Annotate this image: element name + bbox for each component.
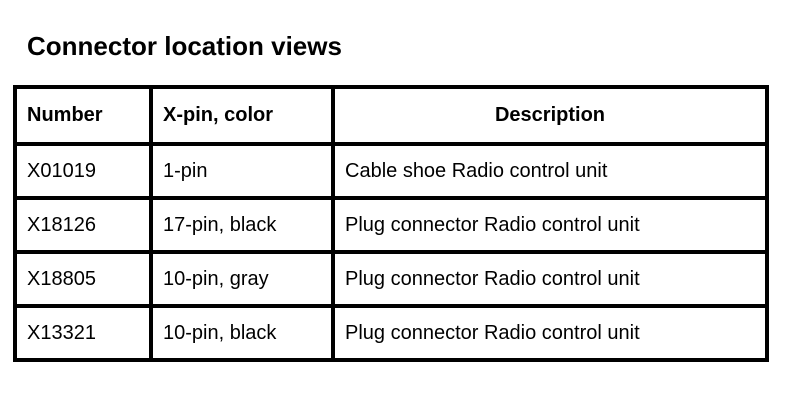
cell-description: Plug connector Radio control unit	[331, 196, 769, 254]
cell-xpin-color: 17-pin, black	[149, 196, 335, 254]
column-header-description: Description	[331, 85, 769, 146]
column-header-number: Number	[13, 85, 153, 146]
page-title: Connector location views	[27, 31, 342, 62]
cell-xpin-color: 10-pin, black	[149, 304, 335, 362]
table-header: Number X-pin, color Description	[13, 85, 769, 146]
connector-location-table: Number X-pin, color Description X01019 1…	[13, 85, 769, 362]
cell-number: X01019	[13, 142, 153, 200]
table-body: X01019 1-pin Cable shoe Radio control un…	[13, 142, 769, 362]
table-header-row: Number X-pin, color Description	[13, 85, 769, 146]
table-row: X18126 17-pin, black Plug connector Radi…	[13, 196, 769, 254]
table-row: X01019 1-pin Cable shoe Radio control un…	[13, 142, 769, 200]
cell-description: Plug connector Radio control unit	[331, 250, 769, 308]
cell-number: X13321	[13, 304, 153, 362]
cell-description: Cable shoe Radio control unit	[331, 142, 769, 200]
table-row: X13321 10-pin, black Plug connector Radi…	[13, 304, 769, 362]
column-header-xpin-color: X-pin, color	[149, 85, 335, 146]
cell-description: Plug connector Radio control unit	[331, 304, 769, 362]
table-row: X18805 10-pin, gray Plug connector Radio…	[13, 250, 769, 308]
cell-xpin-color: 1-pin	[149, 142, 335, 200]
cell-number: X18126	[13, 196, 153, 254]
cell-number: X18805	[13, 250, 153, 308]
cell-xpin-color: 10-pin, gray	[149, 250, 335, 308]
connector-table-container: Number X-pin, color Description X01019 1…	[13, 85, 769, 362]
